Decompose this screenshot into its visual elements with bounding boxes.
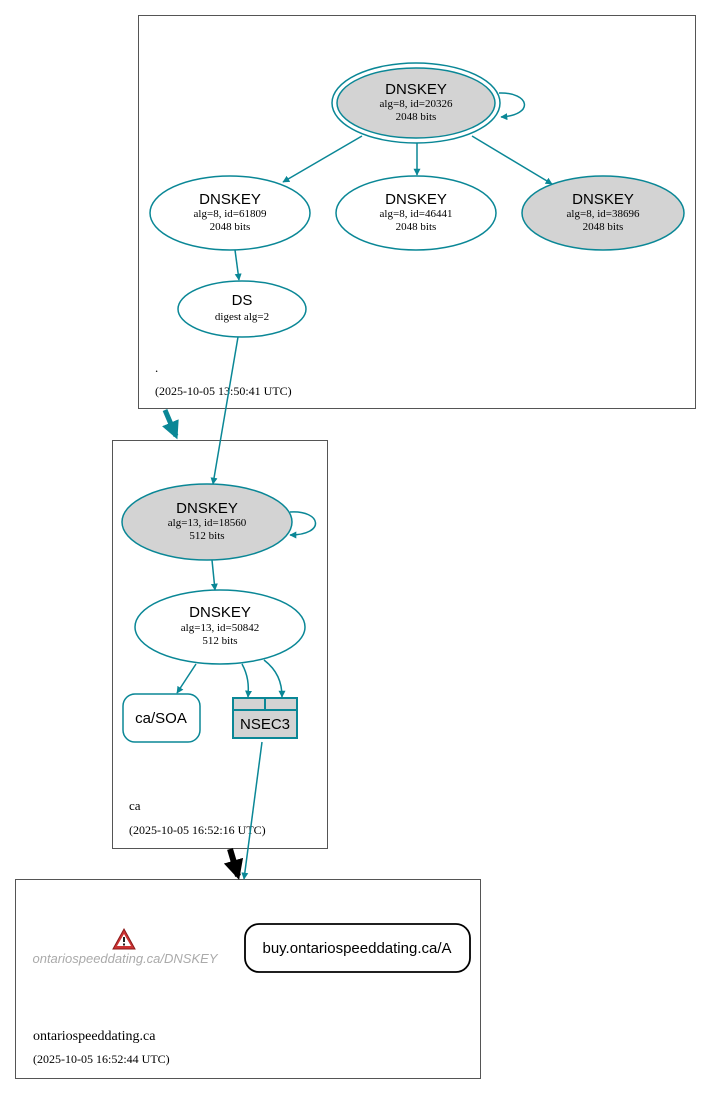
node-root-key-38696-alg: alg=8, id=38696	[567, 208, 640, 220]
edge-ca-zsk-to-soa	[176, 663, 197, 694]
node-ca-soa-label: ca/SOA	[135, 710, 187, 727]
node-nsec3[interactable]: NSEC3	[232, 697, 298, 739]
node-root-zsk-46441[interactable]: DNSKEY alg=8, id=46441 2048 bits	[335, 175, 497, 251]
zone-leaf-name: ontariospeeddating.ca	[33, 1029, 156, 1044]
edge-root-ksk-self	[498, 92, 526, 121]
zone-leaf-box	[15, 879, 481, 1079]
warning-icon	[112, 927, 136, 950]
node-root-key-38696-bits: 2048 bits	[583, 221, 624, 233]
node-root-zsk-61809-bits: 2048 bits	[210, 221, 251, 233]
node-root-key-38696[interactable]: DNSKEY alg=8, id=38696 2048 bits	[521, 175, 685, 251]
zone-root-name: .	[155, 360, 158, 375]
node-ds-title: DS	[232, 292, 253, 309]
node-rrset-a-label: buy.ontariospeeddating.ca/A	[262, 940, 451, 957]
zone-ca-timestamp: (2025-10-05 16:52:16 UTC)	[129, 823, 266, 837]
edge-ds-to-ca-ksk	[210, 336, 239, 485]
node-root-zsk-46441-bits: 2048 bits	[396, 221, 437, 233]
node-missing-dnskey-label: ontariospeeddating.ca/DNSKEY	[32, 951, 218, 966]
edge-root-ksk-to-38696	[471, 135, 553, 185]
zone-root-timestamp: (2025-10-05 13:50:41 UTC)	[155, 384, 292, 398]
node-root-zsk-46441-alg: alg=8, id=46441	[380, 208, 453, 220]
node-ca-zsk-title: DNSKEY	[189, 604, 251, 621]
zone-root-box	[138, 15, 696, 409]
node-root-ksk-title: DNSKEY	[385, 81, 447, 98]
node-root-ksk-alg: alg=8, id=20326	[380, 98, 453, 110]
node-rrset-a[interactable]: buy.ontariospeeddating.ca/A	[244, 923, 471, 973]
node-ca-ksk-alg: alg=13, id=18560	[168, 517, 247, 529]
edge-nsec3-to-leaf	[241, 741, 263, 880]
node-root-zsk-61809-alg: alg=8, id=61809	[194, 208, 267, 220]
edge-ca-ksk-to-zsk	[210, 559, 218, 591]
node-ca-zsk[interactable]: DNSKEY alg=13, id=50842 512 bits	[134, 589, 306, 665]
node-ds[interactable]: DS digest alg=2	[177, 280, 307, 338]
node-root-zsk-61809[interactable]: DNSKEY alg=8, id=61809 2048 bits	[149, 175, 311, 251]
node-missing-dnskey[interactable]: ontariospeeddating.ca/DNSKEY	[32, 927, 219, 966]
node-nsec3-label: NSEC3	[240, 716, 290, 733]
edge-ca-zsk-to-nsec3-b	[263, 659, 286, 698]
node-ca-soa[interactable]: ca/SOA	[122, 693, 201, 743]
zone-ca-name: ca	[129, 798, 141, 813]
edge-ca-zsk-to-nsec3-a	[241, 663, 253, 698]
edge-root-ksk-to-61809	[282, 135, 363, 183]
node-ds-digest: digest alg=2	[215, 311, 269, 323]
node-ca-ksk[interactable]: DNSKEY alg=13, id=18560 512 bits	[121, 483, 293, 561]
node-ca-ksk-bits: 512 bits	[189, 530, 224, 542]
node-ca-zsk-alg: alg=13, id=50842	[181, 622, 259, 634]
node-ca-ksk-title: DNSKEY	[176, 500, 238, 517]
node-root-zsk-61809-title: DNSKEY	[199, 191, 261, 208]
node-root-zsk-46441-title: DNSKEY	[385, 191, 447, 208]
node-root-key-38696-title: DNSKEY	[572, 191, 634, 208]
zone-leaf-timestamp: (2025-10-05 16:52:44 UTC)	[33, 1052, 170, 1066]
node-ca-zsk-bits: 512 bits	[202, 635, 237, 647]
edge-zsk-61809-to-ds	[234, 249, 242, 281]
edge-delegation-root-to-ca	[162, 409, 179, 440]
edge-ca-ksk-self	[289, 511, 317, 539]
edge-delegation-ca-to-leaf	[223, 848, 244, 880]
node-root-ksk[interactable]: DNSKEY alg=8, id=20326 2048 bits	[331, 62, 501, 144]
node-root-ksk-bits: 2048 bits	[396, 111, 437, 123]
